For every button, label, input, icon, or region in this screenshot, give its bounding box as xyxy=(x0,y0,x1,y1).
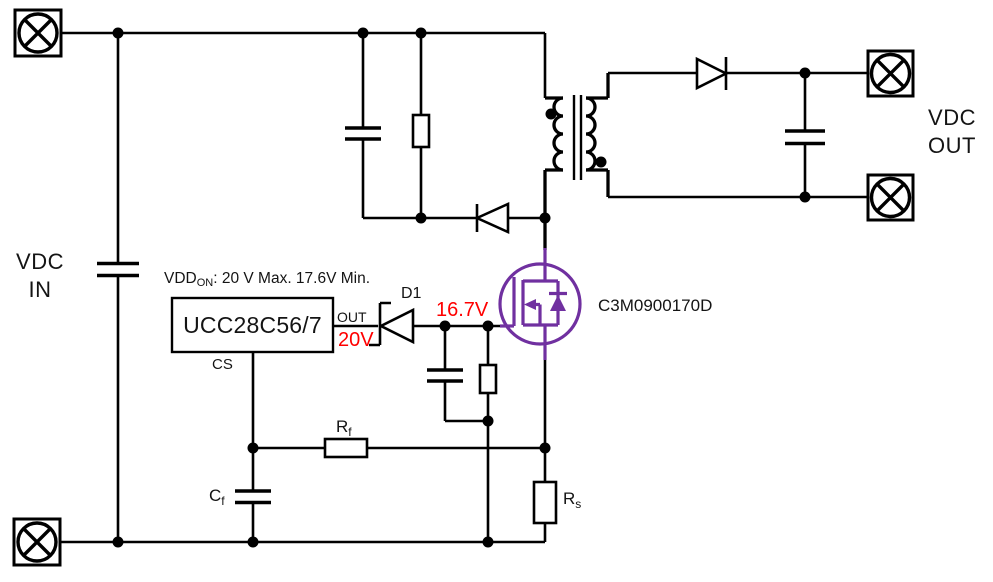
label-pin-out: OUT xyxy=(337,309,367,325)
output-diode xyxy=(695,56,729,91)
label-gate-voltage: 16.7V xyxy=(436,299,489,321)
label-diode-ref: D1 xyxy=(401,285,422,302)
output-terminal-negative-icon xyxy=(866,173,915,222)
vdd-note-prefix: VDD xyxy=(164,270,197,287)
label-vdc-out-line2: OUT xyxy=(928,133,976,158)
rs-resistor xyxy=(532,360,558,542)
rf-resistor xyxy=(253,437,545,459)
label-mosfet-part: C3M0900170D xyxy=(598,296,713,315)
gate-filter-capacitor xyxy=(427,326,488,423)
transformer-core xyxy=(572,95,583,180)
rs-main: R xyxy=(563,489,576,508)
label-zener-voltage: 20V xyxy=(338,329,374,351)
top-rail-wire xyxy=(61,31,547,98)
output-capacitor xyxy=(785,73,825,197)
rf-subscript: f xyxy=(348,425,352,439)
mosfet-channel-arrow xyxy=(524,299,536,310)
mosfet-body-diode xyxy=(550,295,566,311)
cf-subscript: f xyxy=(221,494,225,508)
zener-diode-d1 xyxy=(369,301,415,347)
vdd-note-subscript: ON xyxy=(196,277,214,289)
input-bulk-capacitor xyxy=(97,261,139,278)
vdd-note-rest: : 20 V Max. 17.6V Min. xyxy=(213,270,371,287)
junction-dots xyxy=(112,27,811,548)
label-rf: Rf xyxy=(336,417,352,439)
label-vdc-in: VDC IN xyxy=(12,248,68,304)
label-cf: Cf xyxy=(209,486,225,508)
input-terminal-negative-icon xyxy=(12,517,62,567)
secondary-polarity-dot xyxy=(595,156,607,168)
label-vdd-note: VDDON: 20 V Max. 17.6V Min. xyxy=(164,270,370,289)
primary-polarity-dot xyxy=(545,108,557,120)
cf-main: C xyxy=(209,486,222,505)
snubber-diode xyxy=(363,201,545,235)
output-terminal-positive-icon xyxy=(866,49,915,98)
label-vdc-out: VDC OUT xyxy=(923,104,981,160)
label-pin-cs: CS xyxy=(212,356,233,373)
input-terminal-positive-icon xyxy=(13,8,63,58)
label-controller-part: UCC28C56/7 xyxy=(183,311,322,338)
label-rs: Rs xyxy=(563,489,581,511)
transformer xyxy=(543,73,610,250)
rs-subscript: s xyxy=(575,497,582,511)
mosfet-symbol xyxy=(498,248,582,360)
gate-resistor xyxy=(478,326,498,542)
rf-main: R xyxy=(336,417,349,436)
label-vdc-in-line1: VDC xyxy=(16,249,64,274)
label-vdc-out-line1: VDC xyxy=(928,105,976,130)
snubber-capacitor xyxy=(345,33,381,218)
snubber-resistor xyxy=(411,33,431,218)
label-vdc-in-line2: IN xyxy=(28,277,52,302)
cf-capacitor xyxy=(235,448,271,542)
